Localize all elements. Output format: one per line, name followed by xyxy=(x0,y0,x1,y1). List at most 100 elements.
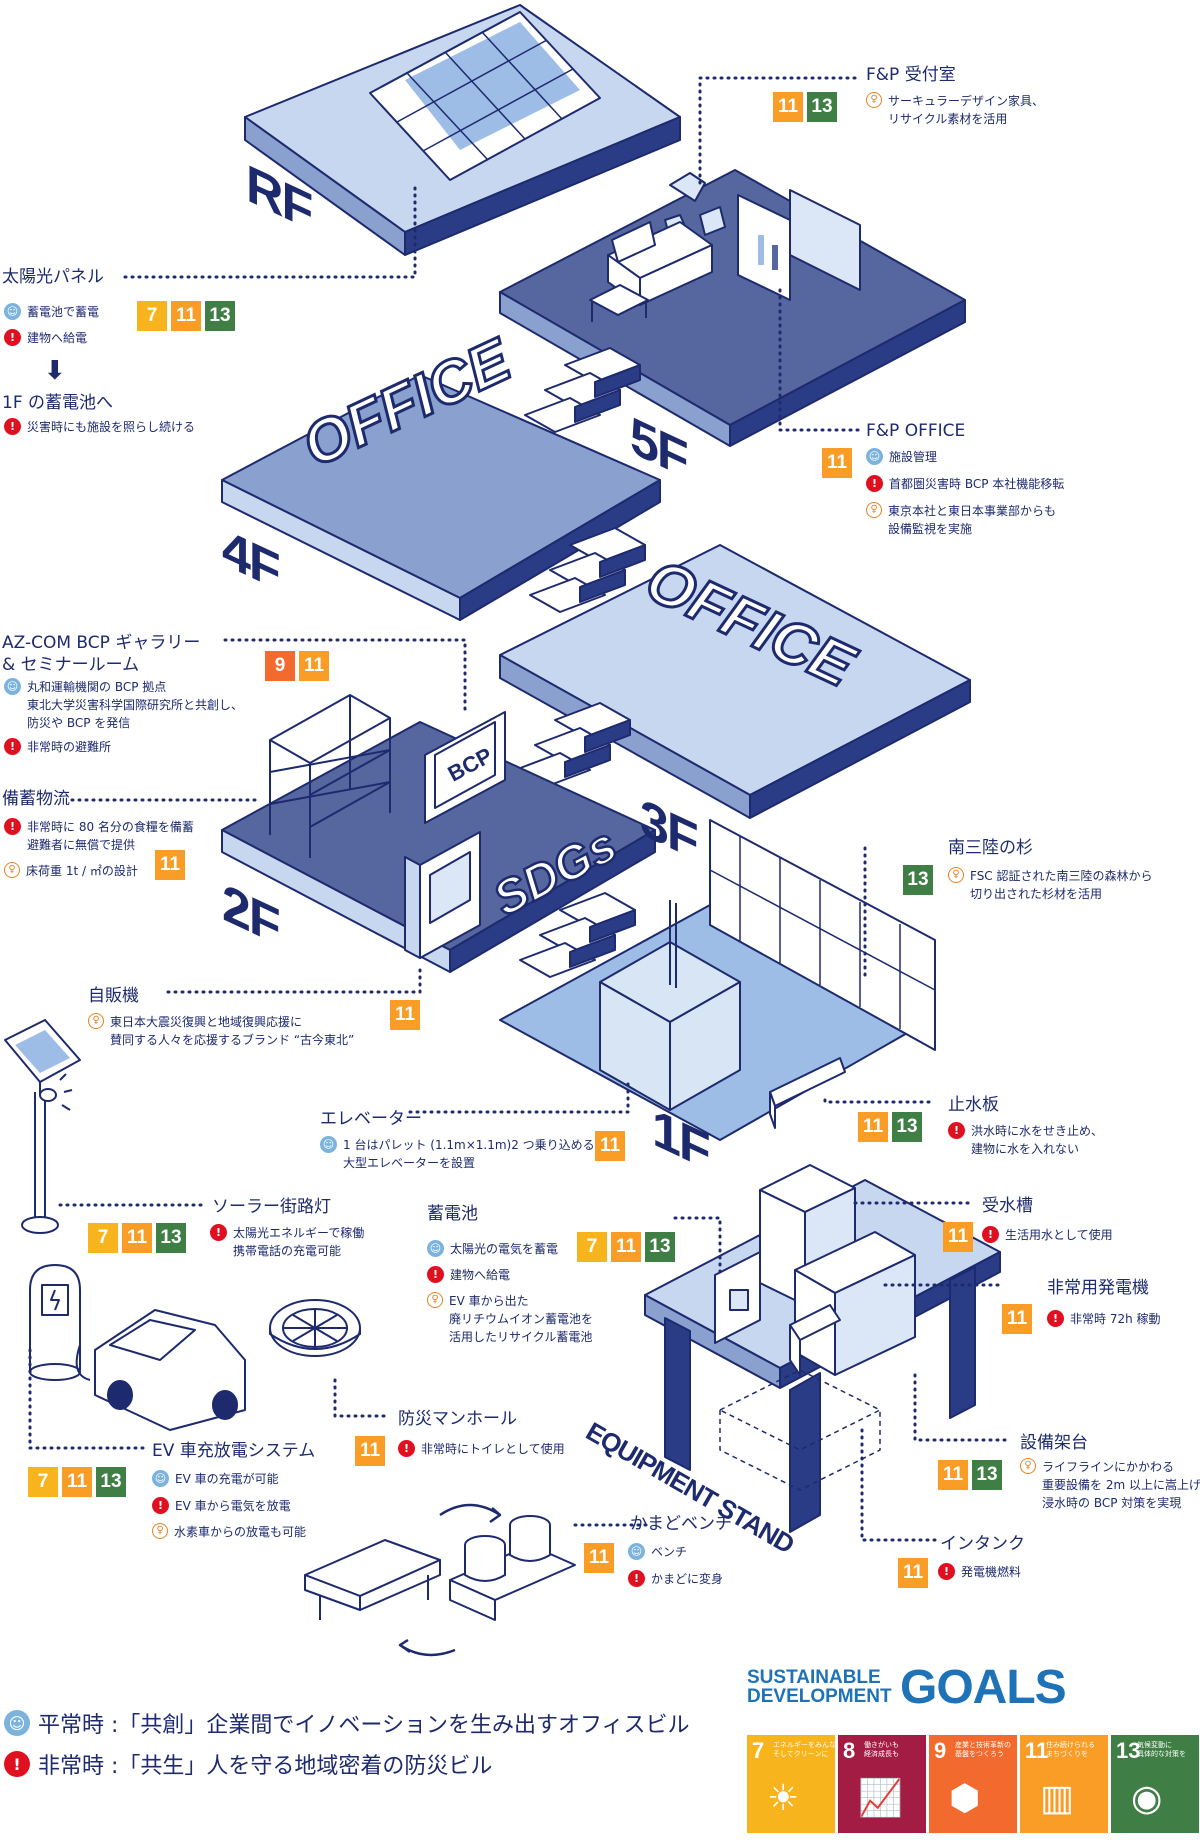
alert-icon: ! xyxy=(4,738,21,755)
cubes-icon: ⬢ xyxy=(949,1777,981,1818)
callout-note-text: 生活用水として使用 xyxy=(1005,1228,1113,1242)
sdg-badge-13: 13 xyxy=(903,865,933,895)
callout-note: !洪水時に水をせき止め、 建物に水を入れない xyxy=(948,1122,1103,1158)
eye-globe-icon: ◉ xyxy=(1131,1777,1163,1818)
ev-charger xyxy=(29,1264,81,1381)
callout-title: 蓄電池 xyxy=(427,1204,478,1224)
callout-note: !太陽光エネルギーで稼働 携帯電話の充電可能 xyxy=(210,1224,364,1260)
lightbulb-icon: ♀ xyxy=(4,862,20,878)
sdg-badge-11: 11 xyxy=(898,1558,928,1588)
callout-note-text: 1 台はパレット (1.1m×1.1m)2 つ乗り込める 大型エレベーターを設置 xyxy=(343,1138,595,1170)
generator-unit xyxy=(794,1231,916,1376)
callout-note-text: ベンチ xyxy=(651,1545,688,1559)
callout-note: !かまどに変身 xyxy=(628,1570,723,1588)
callout-note: !非常時に 80 名分の食糧を備蓄 避難者に無償で提供 xyxy=(4,818,194,854)
callout-title: AZ-COM BCP ギャラリー & セミナールーム xyxy=(2,633,201,675)
callout-note: ☺1 台はパレット (1.1m×1.1m)2 つ乗り込める 大型エレベーターを設… xyxy=(320,1136,595,1172)
callout-note: ☺施設管理 xyxy=(866,448,937,466)
sdg-badges: 11 xyxy=(1002,1304,1032,1334)
display-board xyxy=(737,189,861,301)
callout-note: ! 発電機燃料 xyxy=(938,1563,1021,1581)
callout-title: 非常用発電機 xyxy=(1047,1278,1149,1298)
sdg-tile-text: エネルギーをみんなに そしてクリーンに xyxy=(773,1742,843,1758)
callout-note-text: 建物へ給電 xyxy=(450,1268,511,1282)
down-arrow-icon: ⬇ xyxy=(44,356,66,386)
callout-note: ☺丸和運輸機関の BCP 拠点 東北大学災害科学国際研究所と共創し、 防災や B… xyxy=(4,678,243,732)
sdg-tile-text: 産業と技術革新の 基盤をつくろう xyxy=(955,1742,1011,1758)
sdg-tile-text: 働きがいも 経済成長も xyxy=(864,1742,899,1758)
callout-note: ♀サーキュラーデザイン家具、 リサイクル素材を活用 xyxy=(866,92,1044,128)
callout-title: 1F の蓄電池へ xyxy=(2,393,113,413)
sdgs-goals-word: GOALS xyxy=(900,1661,1067,1714)
sdg-badges: 11 xyxy=(390,1000,420,1030)
alert-icon: ! xyxy=(982,1226,999,1243)
sdgs-logo-text: SUSTAINABLE DEVELOPMENT xyxy=(747,1668,892,1706)
callout-note: ♀FSC 認証された南三陸の森林から 切り出された杉材を活用 xyxy=(948,867,1153,903)
sdg-badge-11: 11 xyxy=(122,1223,152,1253)
in-tank-dashed-box xyxy=(719,1369,881,1491)
lightbulb-icon: ♀ xyxy=(88,1013,104,1029)
sdg-tile-number: 7 xyxy=(752,1738,765,1763)
callout-title: F&P 受付室 xyxy=(866,65,956,85)
callout-note-text: 非常時に 80 名分の食糧を備蓄 避難者に無償で提供 xyxy=(27,820,194,852)
rotate-arrows-icon xyxy=(398,1503,502,1657)
sdg-badges: 11 xyxy=(898,1558,928,1588)
callout-note-text: EV 車の充電が可能 xyxy=(175,1472,279,1486)
smile-icon: ☺ xyxy=(4,678,21,695)
sdg-badge-11: 11 xyxy=(299,651,329,681)
callout-note: !首都圏災害時 BCP 本社機能移転 xyxy=(866,475,1064,493)
kamado-bench-stove xyxy=(449,1515,576,1621)
sdg-badge-9: 9 xyxy=(265,651,295,681)
callout-note-text: 床荷重 1t / ㎡の設計 xyxy=(26,864,138,878)
callout-title: F&P OFFICE xyxy=(866,421,966,441)
sdg-badge-11: 11 xyxy=(171,301,201,331)
buildings-icon: ▥ xyxy=(1040,1777,1075,1818)
alert-icon: ! xyxy=(938,1563,955,1580)
callout-note-text: 水素車からの放電も可能 xyxy=(174,1525,307,1539)
smile-icon: ☺ xyxy=(427,1240,444,1257)
sdg-badge-7: 7 xyxy=(577,1232,607,1262)
smile-icon: ☺ xyxy=(4,1710,30,1736)
manhole xyxy=(269,1299,361,1357)
callout-note-text: 建物へ給電 xyxy=(27,331,88,345)
callout-note: !EV 車から電気を放電 xyxy=(152,1497,291,1515)
coffee-table xyxy=(589,284,649,322)
smile-icon: ☺ xyxy=(866,448,883,465)
legend-emergency: ! 非常時 :「共生」人を守る地域密着の防災ビル xyxy=(4,1748,492,1780)
legend-normal: ☺ 平常時 :「共創」企業間でイノベーションを生み出すオフィスビル xyxy=(4,1707,690,1739)
callout-title: インタンク xyxy=(940,1534,1025,1554)
sdg-badge-11: 11 xyxy=(822,448,852,478)
callout-note-text: 非常時の避難所 xyxy=(27,740,112,754)
callout-note-text: 蓄電池で蓄電 xyxy=(27,305,100,319)
legend-normal-text: 平常時 :「共創」企業間でイノベーションを生み出すオフィスビル xyxy=(38,1713,690,1738)
solar-street-light xyxy=(4,1019,81,1234)
sdg-badge-11: 11 xyxy=(595,1131,625,1161)
sdg-badge-13: 13 xyxy=(972,1460,1002,1490)
sdg-badge-13: 13 xyxy=(156,1223,186,1253)
sdg-tile-number: 8 xyxy=(843,1738,856,1763)
callout-note-text: かまどに変身 xyxy=(651,1572,724,1586)
alert-icon: ! xyxy=(152,1497,169,1514)
callout-note-text: ライフラインにかかわる 重要設備を 2m 以上に嵩上げ 浸水時の BCP 対策を… xyxy=(1042,1460,1200,1510)
sdg-badges: 11 xyxy=(943,1222,973,1252)
callout-note-text: 発電機燃料 xyxy=(961,1565,1022,1579)
callout-note-text: 太陽光エネルギーで稼働 携帯電話の充電可能 xyxy=(233,1226,365,1258)
bcp-panel xyxy=(424,711,506,824)
sdg-badges: 11 xyxy=(155,850,185,880)
lightbulb-icon: ♀ xyxy=(866,502,882,518)
sdg-badge-11: 11 xyxy=(584,1543,614,1573)
sdg-tile-text: 住み続けられる まちづくりを xyxy=(1046,1742,1095,1758)
sdg-badge-13: 13 xyxy=(892,1112,922,1142)
callout-title: 自販機 xyxy=(88,986,139,1006)
callout-note-text: 太陽光の電気を蓄電 xyxy=(450,1242,559,1256)
lightbulb-icon: ♀ xyxy=(948,867,964,883)
alert-icon: ! xyxy=(1047,1310,1064,1327)
sdg-badge-11: 11 xyxy=(1002,1304,1032,1334)
callout-title: EV 車充放電システム xyxy=(152,1441,316,1461)
callout-note: ! 生活用水として使用 xyxy=(982,1226,1113,1244)
